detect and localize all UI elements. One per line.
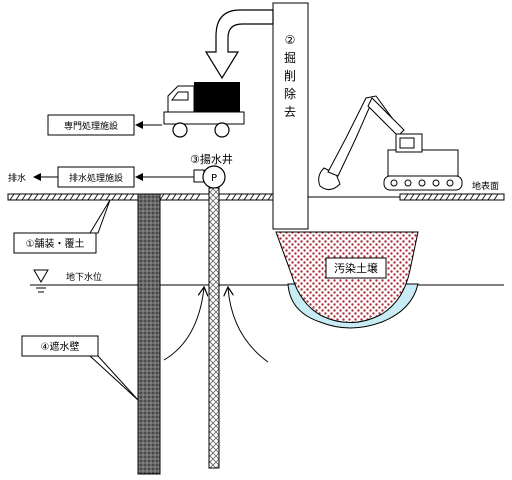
excavation-label: ② 掘 削 除 去 (284, 33, 296, 119)
pumping-well-label: ③揚水井 (190, 152, 233, 166)
svg-text:去: 去 (284, 105, 296, 119)
paving-label: ①舗装・覆土 (26, 237, 85, 250)
flow-arrow-left (163, 288, 204, 361)
pump-label: P (211, 173, 217, 184)
cutoff-wall (137, 193, 161, 475)
special-facility-box (47, 114, 135, 136)
paving-callout-pointer (89, 199, 111, 234)
groundwater-level-label: 地下水位 (66, 271, 102, 283)
flow-arrow-right (228, 288, 269, 363)
svg-text:②: ② (285, 33, 296, 47)
drainage-label: 排水 (8, 172, 26, 184)
paving-callout-box (13, 232, 97, 254)
ground-surface-label: 地表面 (472, 180, 499, 192)
cutoff-wall-callout-box (21, 335, 99, 357)
groundwater-symbol-icon (33, 269, 49, 293)
cutoff-wall-callout-pointer (88, 355, 139, 401)
contaminated-soil-label-box (325, 257, 387, 279)
drain-facility-label: 排水処理施設 (69, 172, 123, 184)
pumping-well-pipe (208, 187, 220, 469)
cutoff-wall-label: ④遮水壁 (41, 340, 80, 353)
dump-truck-icon (163, 82, 245, 138)
svg-text:削: 削 (284, 69, 296, 83)
excavation-column (272, 2, 309, 230)
ground-surface-line (7, 193, 505, 201)
contaminated-soil-label: 汚染土壌 (334, 261, 378, 275)
svg-text:掘: 掘 (284, 50, 296, 65)
special-facility-label: 専門処理施設 (64, 120, 118, 132)
svg-text:除: 除 (284, 86, 296, 101)
transport-arrow-icon (204, 9, 274, 80)
excavator-icon (318, 95, 463, 191)
